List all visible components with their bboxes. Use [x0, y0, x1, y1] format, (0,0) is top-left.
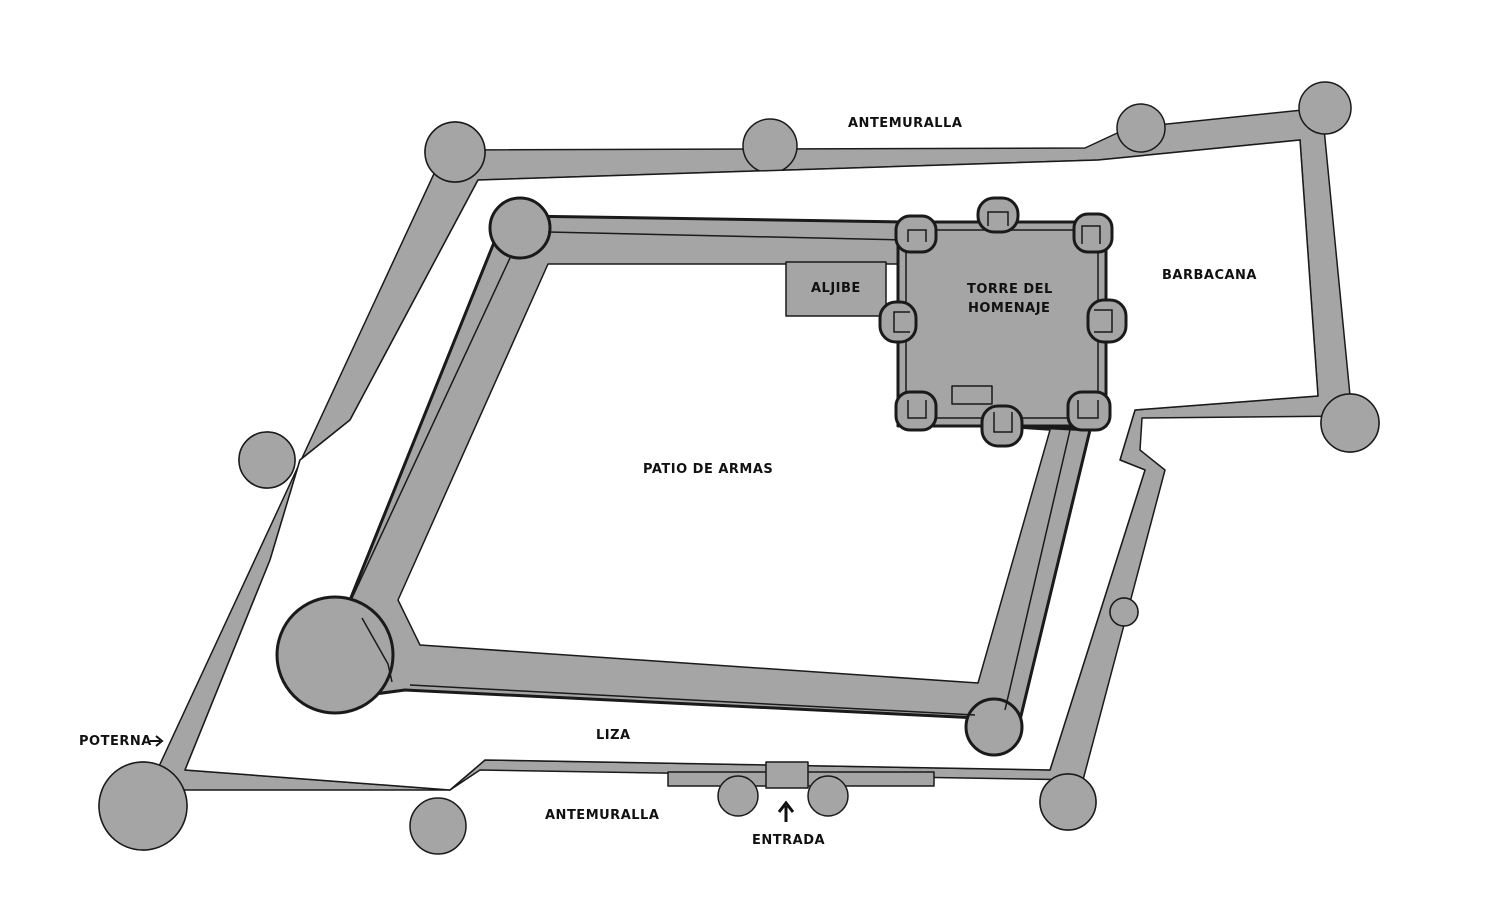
- label-antemuralla-south: ANTEMURALLA: [545, 808, 659, 823]
- turret-se-inner: [1077, 400, 1099, 419]
- inner-tower-se: [964, 697, 1024, 757]
- label-antemuralla-north: ANTEMURALLA: [848, 116, 962, 131]
- keep-stair-block: [951, 385, 993, 405]
- gate-tower-left: [717, 775, 759, 817]
- turret-north: [976, 196, 1020, 234]
- turret-south: [980, 404, 1024, 448]
- turret-south-inner: [993, 412, 1013, 433]
- turret-west-inner: [893, 311, 910, 333]
- label-patio-de-armas: PATIO DE ARMAS: [643, 462, 773, 477]
- turret-nw: [894, 214, 938, 254]
- arrow-up-icon: [777, 800, 795, 822]
- turret-east-inner: [1094, 309, 1113, 333]
- gate-passage: [765, 761, 809, 789]
- outer-tower-north: [742, 118, 798, 174]
- outer-tower-east-cap: [1320, 393, 1380, 453]
- turret-sw-inner: [907, 400, 927, 419]
- gate-tower-right: [807, 775, 849, 817]
- inner-wall: [275, 196, 1092, 757]
- label-liza: LIZA: [596, 728, 631, 743]
- outer-tower-south: [409, 797, 467, 855]
- outer-tower-east-small-cap: [1109, 597, 1139, 627]
- outer-tower-se-cap: [1039, 773, 1097, 831]
- outer-tower-ne: [1298, 81, 1352, 135]
- turret-se: [1066, 390, 1112, 432]
- outer-tower-west-cap: [238, 431, 296, 489]
- outer-tower-nw-cap: [424, 121, 486, 183]
- inner-tower-sw: [275, 595, 395, 715]
- torre-del-homenaje: [878, 196, 1128, 448]
- label-aljibe: ALJIBE: [811, 281, 861, 296]
- keep-turrets: [878, 196, 1128, 448]
- turret-east: [1086, 298, 1128, 344]
- aljibe-block: [785, 261, 887, 317]
- label-torre-line2: HOMENAJE: [968, 301, 1050, 316]
- outer-tower-sw-cap: [98, 761, 188, 851]
- turret-north-inner: [987, 211, 1009, 226]
- turret-ne-inner: [1081, 225, 1101, 244]
- turret-ne: [1072, 212, 1114, 254]
- label-torre-line1: TORRE DEL: [967, 282, 1053, 297]
- label-poterna: POTERNA: [79, 734, 152, 749]
- entrance-gate: [667, 761, 935, 817]
- label-barbacana: BARBACANA: [1162, 268, 1257, 283]
- label-entrada: ENTRADA: [752, 833, 825, 848]
- arrow-right-icon: [150, 735, 164, 747]
- turret-west: [878, 300, 918, 344]
- turret-sw: [894, 390, 938, 432]
- sw-tower-stair: [361, 617, 393, 683]
- inner-wall-walkway-line: [351, 231, 1071, 716]
- inner-tower-nw: [488, 196, 552, 260]
- turret-nw-inner: [907, 229, 927, 242]
- outer-tower-ne-small: [1116, 103, 1166, 153]
